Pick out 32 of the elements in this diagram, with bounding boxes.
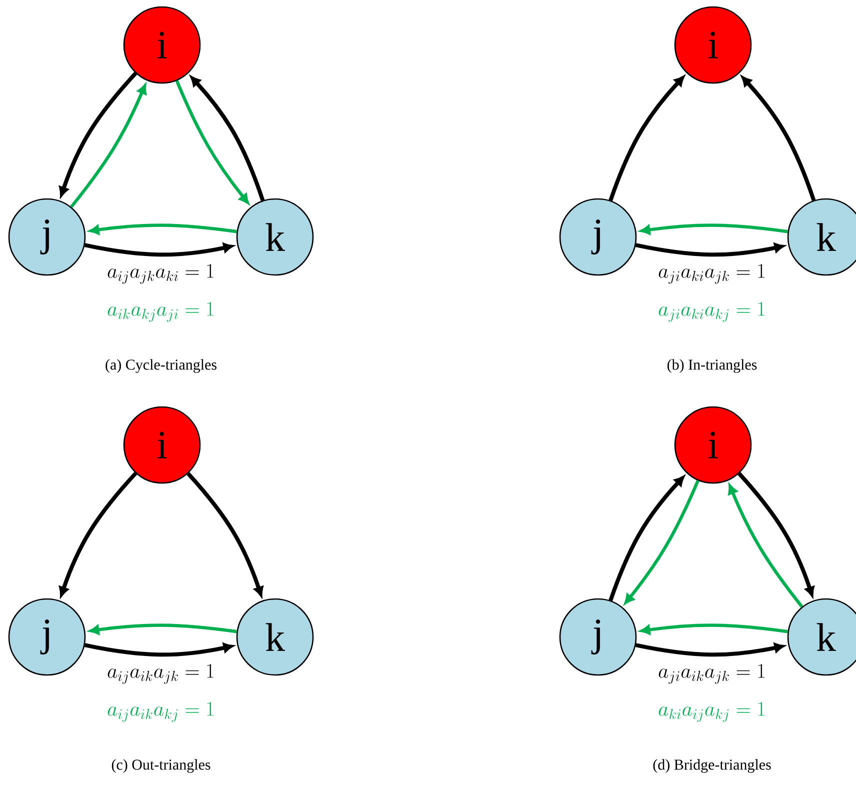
equation: $a_{ij}a_{ik}a_{jk} = 1$	[108, 664, 214, 684]
arrow	[89, 624, 237, 635]
arrow	[728, 484, 804, 608]
arrow	[59, 472, 138, 597]
arrow	[738, 472, 814, 596]
arrow	[89, 224, 237, 235]
arrow	[640, 624, 788, 635]
arrow	[741, 76, 816, 201]
arrow	[186, 472, 264, 596]
equation: $a_{ij}a_{jk}a_{ki} = 1$	[108, 264, 214, 284]
subfigure-caption: (c) Out-triangles	[112, 759, 210, 773]
subfigure-caption: (d) Bridge-triangles	[653, 759, 771, 773]
subfigure-caption: (b) In-triangles	[667, 359, 757, 373]
arrow	[84, 242, 234, 257]
equation: $a_{ki}a_{ij}a_{kj} = 1$	[658, 702, 764, 722]
arrow	[608, 76, 684, 202]
arrow	[190, 76, 265, 201]
arrow	[175, 80, 249, 204]
equation: $a_{ji}a_{ki}a_{jk} = 1$	[658, 264, 764, 284]
arrow	[635, 242, 784, 257]
equation: $a_{ji}a_{ik}a_{jk} = 1$	[658, 664, 764, 684]
equation: $a_{ik}a_{kj}a_{ji} = 1$	[108, 302, 214, 322]
arrow	[608, 476, 684, 602]
arrow	[624, 480, 700, 604]
arrow	[59, 72, 138, 197]
equation: $a_{ji}a_{ki}a_{kj} = 1$	[658, 302, 764, 322]
arrow	[635, 642, 784, 657]
arrow	[70, 84, 146, 208]
arrow	[640, 224, 788, 235]
equation: $a_{ij}a_{ik}a_{kj} = 1$	[108, 702, 214, 722]
arrow	[84, 642, 234, 657]
subfigure-caption: (a) Cycle-triangles	[106, 359, 216, 373]
